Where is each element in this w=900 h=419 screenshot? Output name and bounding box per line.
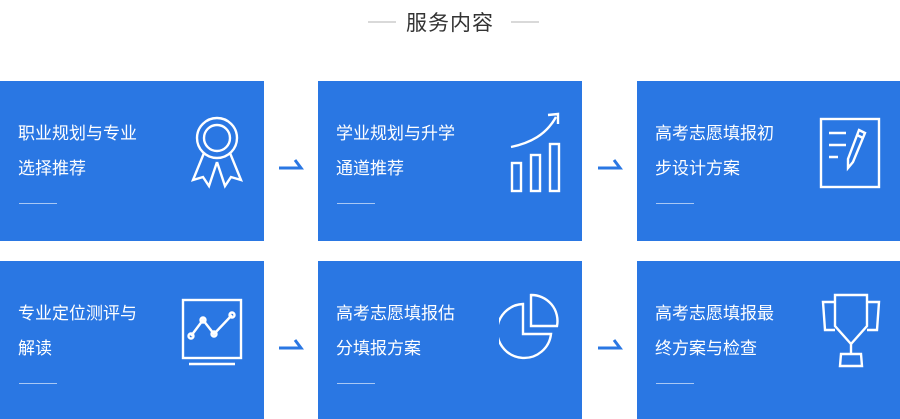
monitor-line-chart-icon [181, 298, 243, 366]
service-card-final-plan[interactable]: 高考志愿填报最终方案与检查 [637, 261, 900, 419]
card-divider [19, 203, 57, 204]
card-divider [337, 203, 375, 204]
card-label: 学业规划与升学通道推荐 [336, 124, 455, 179]
arrow-right-icon [598, 159, 623, 170]
card-label: 高考志愿填报初步设计方案 [655, 124, 774, 179]
card-label: 高考志愿填报最终方案与检查 [655, 304, 774, 359]
pie-chart-icon [499, 293, 559, 360]
growth-bar-chart-icon [510, 112, 561, 193]
service-card-career-planning[interactable]: 职业规划与专业选择推荐 [0, 81, 264, 241]
card-label: 高考志愿填报估分填报方案 [336, 304, 455, 359]
service-card-score-estimate[interactable]: 高考志愿填报估分填报方案 [318, 261, 582, 419]
title-right-rule [511, 21, 539, 23]
section-header: 服务内容 [0, 0, 900, 45]
service-card-study-planning[interactable]: 学业规划与升学通道推荐 [318, 81, 582, 241]
arrow-right-icon [279, 159, 304, 170]
document-pencil-icon [819, 117, 881, 189]
title-left-rule [368, 21, 396, 23]
service-card-major-assessment[interactable]: 专业定位测评与解读 [0, 261, 264, 419]
card-label: 专业定位测评与解读 [18, 304, 137, 359]
card-divider [337, 383, 375, 384]
card-divider [656, 203, 694, 204]
trophy-icon [821, 293, 881, 368]
card-label: 职业规划与专业选择推荐 [18, 124, 137, 179]
arrow-right-icon [598, 339, 623, 350]
card-divider [656, 383, 694, 384]
card-divider [19, 383, 57, 384]
service-card-initial-plan[interactable]: 高考志愿填报初步设计方案 [637, 81, 900, 241]
award-ribbon-icon [190, 116, 244, 189]
section-title: 服务内容 [406, 11, 494, 35]
arrow-right-icon [279, 339, 304, 350]
